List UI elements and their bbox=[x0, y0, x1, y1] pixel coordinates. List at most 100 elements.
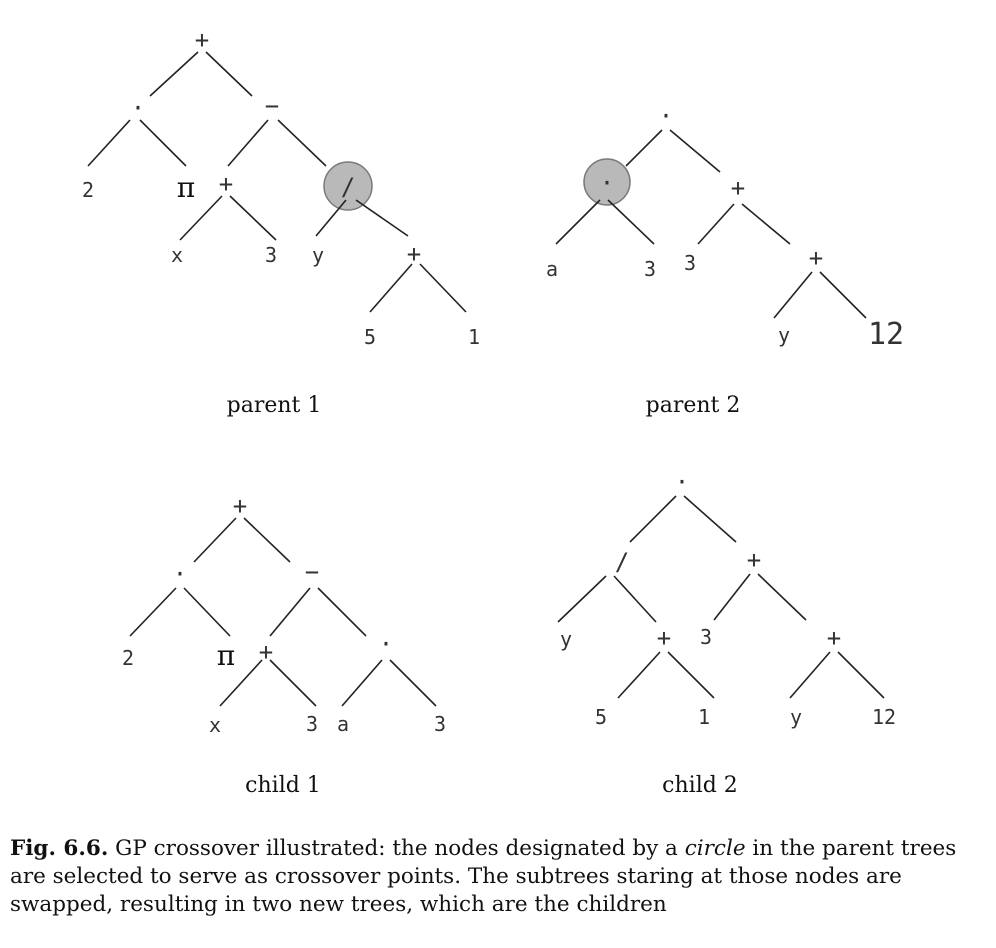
edge bbox=[317, 587, 367, 637]
node-label: + bbox=[195, 26, 209, 54]
node-label: + bbox=[827, 624, 841, 652]
node-label: 3 bbox=[265, 243, 277, 267]
node-label: · bbox=[131, 94, 145, 122]
tree-caption: parent 2 bbox=[646, 393, 741, 418]
edge bbox=[773, 271, 813, 319]
caption-text: GP crossover illustrated: the nodes desi… bbox=[108, 836, 685, 861]
node-label: − bbox=[265, 92, 279, 120]
caption-text: in the parent trees are selected to serv… bbox=[10, 836, 957, 917]
tree-child-2: · / y + 5 1 + 3 + y 12 child 2 bbox=[557, 468, 896, 798]
node-label: · bbox=[675, 468, 689, 496]
edge bbox=[419, 263, 467, 313]
tree-parent-2: · · a 3 + 3 + y 12 parent 2 bbox=[546, 102, 904, 418]
edge bbox=[229, 195, 277, 241]
edge bbox=[625, 129, 663, 167]
node-label: + bbox=[731, 174, 745, 202]
node-label: 5 bbox=[595, 705, 607, 729]
edge bbox=[669, 129, 721, 173]
edge bbox=[389, 659, 437, 707]
edge bbox=[819, 271, 867, 319]
node-label: y bbox=[778, 323, 790, 347]
edge bbox=[179, 195, 223, 241]
crossover-point-circle bbox=[323, 161, 373, 211]
node-label: 3 bbox=[684, 251, 696, 275]
node-label: 3 bbox=[306, 712, 318, 736]
edge bbox=[555, 199, 601, 245]
edge bbox=[243, 517, 291, 563]
node-label: + bbox=[219, 170, 233, 198]
node-label: 5 bbox=[364, 325, 376, 349]
node-label: a bbox=[546, 257, 558, 281]
edge bbox=[315, 199, 347, 237]
tree-parent-1: + · − 2 π + x 3 / y + 5 1 parent 1 bbox=[82, 26, 480, 418]
edge bbox=[613, 575, 657, 623]
edge bbox=[341, 659, 383, 707]
edge bbox=[227, 119, 269, 167]
node-label: π bbox=[177, 171, 195, 204]
node-label: − bbox=[305, 558, 319, 586]
edge bbox=[269, 659, 317, 707]
node-label: y bbox=[312, 243, 324, 267]
node-label: 3 bbox=[434, 712, 446, 736]
edge bbox=[757, 573, 807, 621]
node-label: + bbox=[233, 492, 247, 520]
node-label: 3 bbox=[644, 257, 656, 281]
tree-caption: parent 1 bbox=[227, 393, 322, 418]
crossover-diagram: + · − 2 π + x 3 / y + 5 1 parent 1 · · a… bbox=[82, 26, 904, 798]
node-label: + bbox=[809, 244, 823, 272]
edge bbox=[205, 51, 253, 97]
edge bbox=[741, 203, 791, 245]
edge bbox=[87, 119, 131, 167]
edge bbox=[269, 587, 311, 637]
node-label: + bbox=[657, 624, 671, 652]
edge bbox=[837, 651, 885, 699]
node-label: · bbox=[659, 102, 673, 130]
edge bbox=[683, 495, 737, 543]
tree-caption: child 2 bbox=[662, 773, 738, 798]
edge bbox=[629, 495, 677, 543]
edge bbox=[183, 587, 231, 637]
node-label: 12 bbox=[868, 317, 904, 352]
edge bbox=[617, 651, 661, 699]
node-label: 1 bbox=[698, 705, 710, 729]
node-label: + bbox=[747, 546, 761, 574]
tree-child-1: + · − 2 π + x 3 · a 3 child 1 bbox=[122, 492, 446, 798]
edge bbox=[369, 263, 413, 313]
node-label: x bbox=[171, 243, 183, 267]
edge bbox=[149, 51, 199, 97]
figure-caption: Fig. 6.6. GP crossover illustrated: the … bbox=[10, 835, 990, 919]
edge bbox=[139, 119, 187, 167]
node-label: x bbox=[209, 713, 221, 737]
node-label: / bbox=[615, 548, 629, 576]
edge bbox=[557, 575, 607, 623]
node-label: 3 bbox=[700, 625, 712, 649]
edge bbox=[277, 119, 327, 167]
node-label: y bbox=[790, 705, 802, 729]
edge bbox=[355, 199, 409, 237]
edge bbox=[667, 651, 715, 699]
node-label: 2 bbox=[82, 178, 94, 202]
edge bbox=[129, 587, 177, 637]
edge bbox=[193, 517, 237, 563]
node-label: a bbox=[337, 712, 349, 736]
edge bbox=[607, 199, 655, 245]
node-label: 2 bbox=[122, 646, 134, 670]
edge bbox=[789, 651, 831, 699]
edge bbox=[219, 659, 263, 707]
node-label: / bbox=[341, 173, 355, 201]
edge bbox=[713, 573, 751, 621]
node-label: + bbox=[407, 240, 421, 268]
caption-emphasis: circle bbox=[684, 836, 746, 861]
node-label: · bbox=[379, 630, 393, 658]
tree-caption: child 1 bbox=[245, 773, 321, 798]
node-label: 12 bbox=[872, 705, 896, 729]
figure-number: Fig. 6.6. bbox=[10, 836, 109, 861]
node-label: + bbox=[259, 638, 273, 666]
node-label: y bbox=[560, 627, 572, 651]
edge bbox=[697, 203, 735, 245]
node-label: π bbox=[217, 639, 235, 672]
node-label: · bbox=[600, 169, 614, 197]
crossover-point-circle bbox=[583, 158, 631, 206]
node-label: · bbox=[173, 560, 187, 588]
node-label: 1 bbox=[468, 325, 480, 349]
